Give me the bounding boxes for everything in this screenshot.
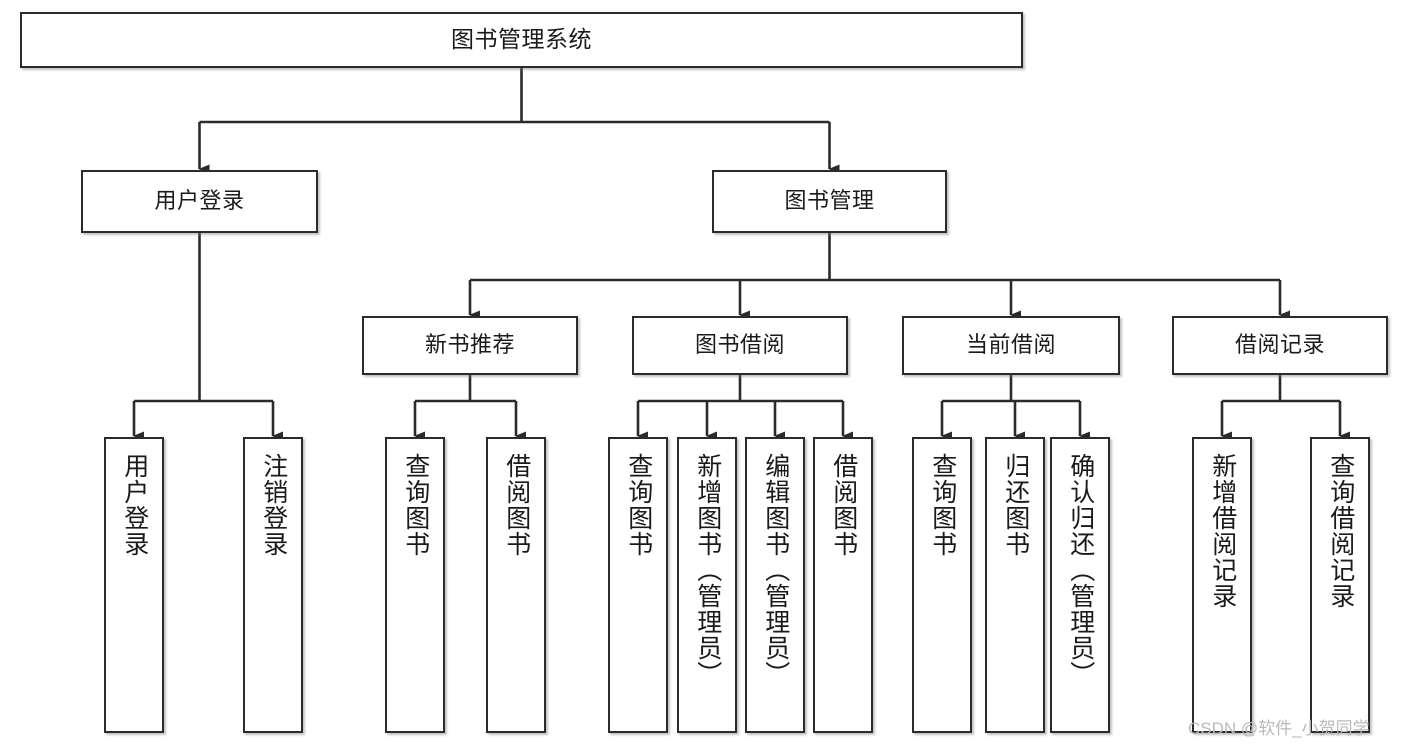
node-leaf-add-record[interactable]: 新增借阅记录 xyxy=(1192,437,1252,733)
node-leaf-edit-book[interactable]: 编辑图书（管理员） xyxy=(745,437,805,733)
node-leaf-return-book[interactable]: 归还图书 xyxy=(985,437,1045,733)
leaf-node-label: 注销登录 xyxy=(259,453,288,557)
leaf-node-label: 新增借阅记录 xyxy=(1208,453,1237,609)
leaf-node-label: 编辑图书（管理员） xyxy=(761,453,790,687)
watermark: CSDN @软件_小贺同学 xyxy=(1188,719,1370,738)
node-book-manage[interactable]: 图书管理 xyxy=(712,170,947,233)
node-book-borrow[interactable]: 图书借阅 xyxy=(632,316,848,375)
node-leaf-add-book[interactable]: 新增图书（管理员） xyxy=(677,437,737,733)
leaf-node-label: 新增图书（管理员） xyxy=(693,453,722,687)
node-book-borrow-label: 图书借阅 xyxy=(694,332,785,358)
leaf-node-label: 查询图书 xyxy=(624,453,653,557)
leaf-node-label: 借阅图书 xyxy=(502,453,531,557)
node-book-manage-label: 图书管理 xyxy=(784,188,875,214)
leaf-node-label: 查询借阅记录 xyxy=(1326,453,1355,609)
node-user-login-label: 用户登录 xyxy=(154,188,245,214)
node-user-login[interactable]: 用户登录 xyxy=(81,170,318,233)
leaf-node-label: 归还图书 xyxy=(1001,453,1030,557)
node-leaf-query-book-2[interactable]: 查询图书 xyxy=(608,437,668,733)
node-leaf-borrow-book-2[interactable]: 借阅图书 xyxy=(813,437,873,733)
node-current-borrow[interactable]: 当前借阅 xyxy=(902,316,1120,375)
node-leaf-query-record[interactable]: 查询借阅记录 xyxy=(1310,437,1370,733)
leaf-node-label: 查询图书 xyxy=(401,453,430,557)
node-borrow-record-label: 借阅记录 xyxy=(1234,332,1325,358)
node-leaf-logout[interactable]: 注销登录 xyxy=(243,437,303,733)
node-leaf-query-book-3[interactable]: 查询图书 xyxy=(912,437,972,733)
node-root-label: 图书管理系统 xyxy=(451,26,592,53)
node-new-book-recommend-label: 新书推荐 xyxy=(424,332,515,358)
leaf-node-label: 用户登录 xyxy=(120,453,149,557)
node-new-book-recommend[interactable]: 新书推荐 xyxy=(362,316,578,375)
node-leaf-borrow-book-1[interactable]: 借阅图书 xyxy=(486,437,546,733)
node-current-borrow-label: 当前借阅 xyxy=(965,332,1056,358)
node-borrow-record[interactable]: 借阅记录 xyxy=(1172,316,1388,375)
leaf-node-label: 查询图书 xyxy=(928,453,957,557)
node-leaf-confirm-return[interactable]: 确认归还（管理员） xyxy=(1050,437,1110,733)
node-leaf-user-login[interactable]: 用户登录 xyxy=(104,437,164,733)
node-root[interactable]: 图书管理系统 xyxy=(20,12,1023,68)
node-leaf-query-book-1[interactable]: 查询图书 xyxy=(385,437,445,733)
leaf-node-label: 确认归还（管理员） xyxy=(1066,453,1095,687)
leaf-node-label: 借阅图书 xyxy=(829,453,858,557)
